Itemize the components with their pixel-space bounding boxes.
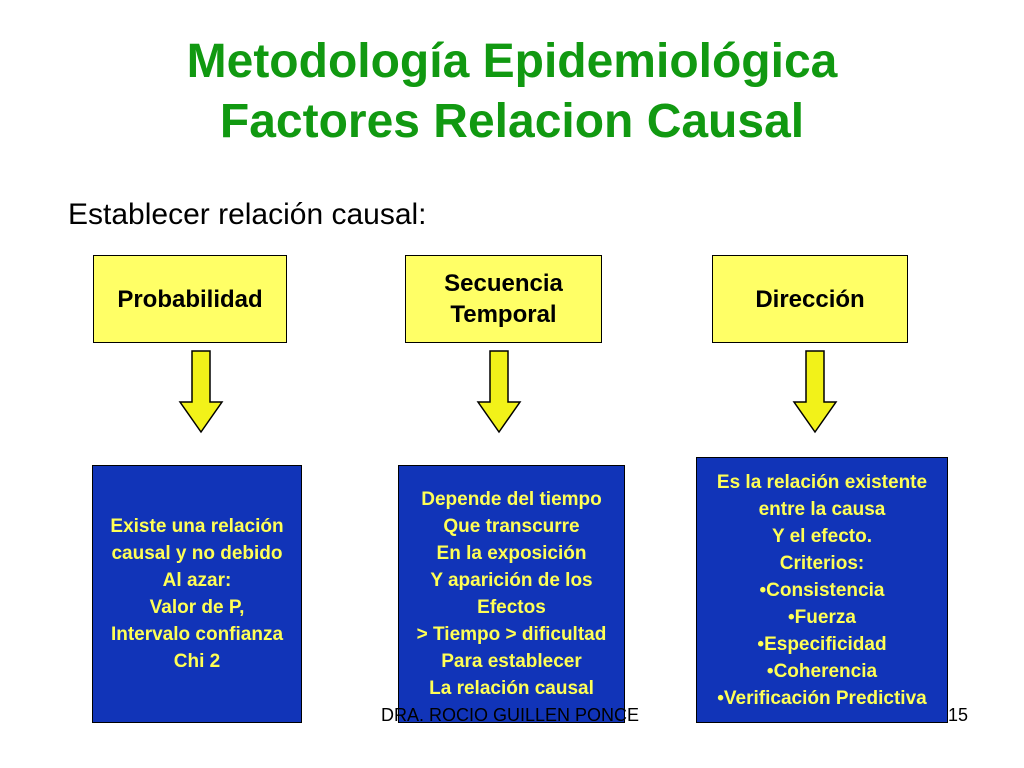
detail-line: Existe una relación [110, 516, 284, 537]
title-line-2: Factores Relacion Causal [219, 95, 805, 148]
detail-line: •Coherencia [766, 660, 878, 682]
detail-line: > Tiempo > dificultad [416, 624, 607, 645]
down-arrow-icon [476, 350, 522, 434]
title-line-1: Metodología Epidemiológica [186, 35, 838, 88]
page-number: 15 [948, 705, 969, 725]
detail-box-probabilidad: Existe una relación causal y no debido Al … [92, 465, 302, 723]
detail-line: Efectos [477, 597, 546, 618]
detail-line: entre la causa [758, 498, 886, 520]
down-arrow-icon [792, 350, 838, 434]
footer-author: DRA. ROCIO GUILLEN PONCE [380, 705, 640, 725]
detail-line: causal y no debido [111, 543, 283, 564]
detail-line: La relación causal [429, 678, 594, 699]
detail-box-direccion: Es la relación existente entre la causa Y … [696, 457, 948, 723]
down-arrow-icon [178, 350, 224, 434]
detail-line: •Consistencia [759, 579, 885, 601]
header-line: Dirección [755, 285, 865, 313]
detail-line: Al azar: [162, 570, 232, 591]
header-line: Probabilidad [117, 285, 263, 313]
detail-line: Intervalo confianza [110, 624, 284, 645]
detail-line: Que transcurre [443, 516, 580, 537]
detail-line: •Verificación Predictiva [717, 687, 927, 709]
detail-line: Para establecer [441, 651, 582, 672]
header-box-direccion: Dirección [712, 255, 908, 343]
detail-line: Y el efecto. [772, 525, 872, 547]
detail-line: Chi 2 [173, 651, 221, 672]
detail-line: Y aparición de los [430, 570, 593, 591]
detail-line: •Especificidad [757, 633, 887, 655]
header-line: Temporal [450, 301, 557, 328]
intro-text: Establecer relación causal: [68, 198, 427, 231]
detail-line: Depende del tiempo [421, 489, 602, 510]
detail-line: En la exposición [436, 543, 587, 564]
header-line: Secuencia [444, 270, 563, 297]
header-box-probabilidad: Probabilidad [93, 255, 287, 343]
detail-line: Valor de P, [149, 597, 245, 618]
detail-line: Es la relación existente [716, 471, 928, 493]
detail-line: Criterios: [779, 552, 865, 574]
slide-title: Metodología Epidemiológica Factores Rela… [0, 32, 1024, 152]
detail-line: •Fuerza [788, 606, 856, 628]
